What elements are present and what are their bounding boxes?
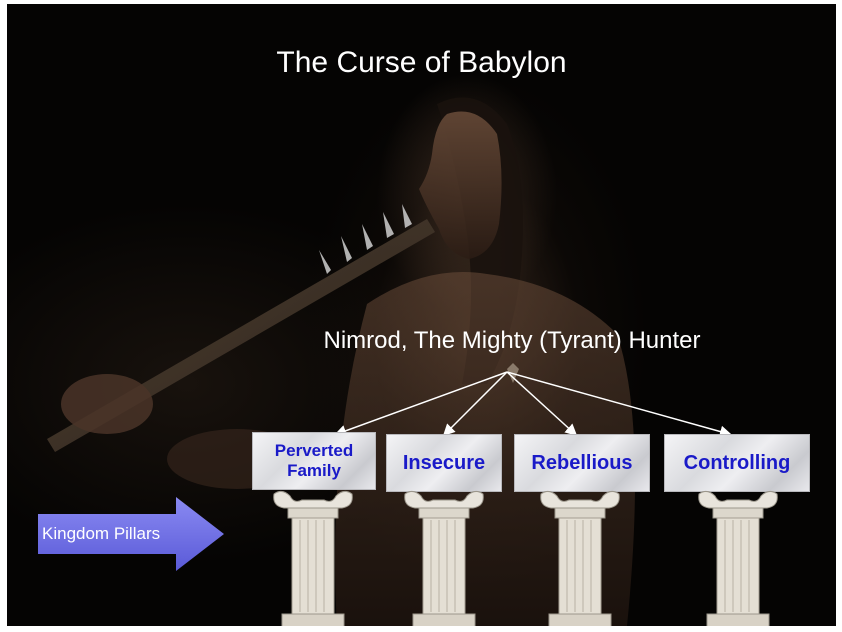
connector-arrow-icon: [442, 371, 508, 437]
connector-arrows: [334, 371, 732, 438]
slide-subtitle: Nimrod, The Mighty (Tyrant) Hunter: [323, 327, 701, 354]
trait-label: Controlling: [683, 451, 791, 474]
trait-card-controlling: Controlling: [664, 434, 810, 492]
marble-column-icon: [540, 490, 620, 626]
connector-arrow-icon: [334, 371, 508, 437]
trait-card-rebellious: Rebellious: [514, 434, 650, 492]
slide: The Curse of Babylon Nimrod, The Mighty …: [7, 4, 836, 626]
connector-arrow-icon: [506, 371, 732, 438]
marble-column-icon: [404, 490, 484, 626]
trait-card-perverted-family: Perverted Family: [252, 432, 376, 490]
connector-arrow-icon: [506, 371, 578, 437]
trait-label: Insecure: [402, 451, 486, 474]
trait-label: Rebellious: [531, 451, 633, 474]
slide-title: The Curse of Babylon: [276, 46, 567, 79]
kingdom-pillars-label: Kingdom Pillars: [42, 524, 161, 543]
marble-column-icon: [273, 490, 353, 626]
trait-label: Perverted: [274, 441, 354, 461]
trait-card-insecure: Insecure: [386, 434, 502, 492]
kingdom-arrow-icon: [38, 497, 224, 571]
trait-label: Family: [287, 461, 341, 480]
marble-column-icon: [698, 490, 778, 626]
